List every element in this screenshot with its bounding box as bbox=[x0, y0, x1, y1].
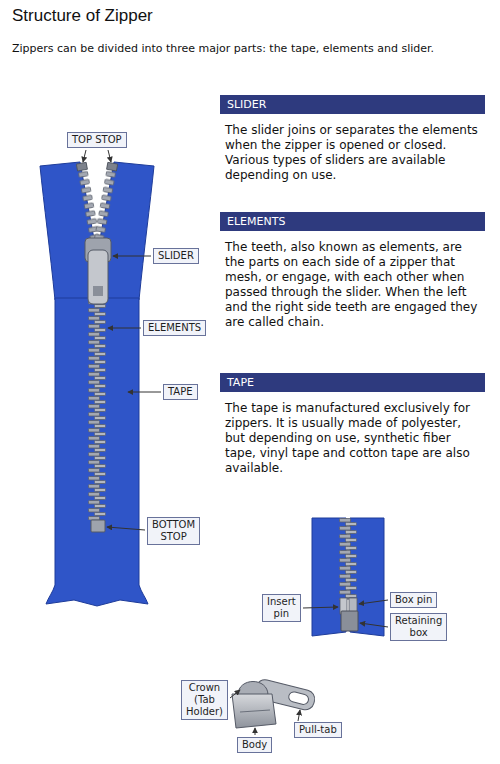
chain bbox=[88, 300, 106, 520]
panel-body: The teeth, also known as elements, are t… bbox=[220, 231, 485, 330]
part-label: Insert pin bbox=[262, 594, 301, 622]
open-teeth bbox=[92, 161, 118, 250]
part-label: ELEMENTS bbox=[143, 320, 206, 336]
leader-lines bbox=[128, 392, 161, 393]
part-name: TOP STOP bbox=[72, 134, 122, 146]
info-panel: ELEMENTSThe teeth, also known as element… bbox=[220, 212, 485, 330]
part-label: BOTTOM STOP bbox=[147, 517, 200, 545]
top-stop-part bbox=[107, 162, 118, 171]
part-name: Body bbox=[242, 739, 267, 751]
slider-part bbox=[85, 238, 111, 304]
slider-part bbox=[93, 286, 103, 296]
leader-lines bbox=[108, 328, 141, 329]
zipper-tape bbox=[46, 298, 148, 606]
leader-lines bbox=[255, 728, 256, 735]
panel-body: The tape is manufactured exclusively for… bbox=[220, 392, 485, 476]
leader-lines bbox=[108, 150, 111, 162]
leader-lines bbox=[359, 600, 388, 604]
panel-heading: SLIDER bbox=[220, 95, 485, 114]
panel-heading: TAPE bbox=[220, 373, 485, 392]
part-label: Crown (Tab Holder) bbox=[181, 680, 228, 720]
pull-tab-part bbox=[288, 691, 310, 706]
part-name: Retaining box bbox=[395, 615, 442, 639]
chain bbox=[88, 300, 106, 520]
part-name: Pull-tab bbox=[299, 724, 337, 736]
info-panel: TAPEThe tape is manufactured exclusively… bbox=[220, 373, 485, 476]
part-name: SLIDER bbox=[158, 250, 194, 262]
loose-slider bbox=[232, 678, 317, 728]
top-stop-part bbox=[76, 162, 87, 171]
intro-text: Zippers can be divided into three major … bbox=[12, 42, 496, 56]
part-label: SLIDER bbox=[153, 248, 199, 264]
part-label: Body bbox=[237, 737, 272, 753]
leader-lines bbox=[113, 256, 151, 257]
part-label: Box pin bbox=[390, 592, 437, 608]
bottom-stop-part bbox=[91, 520, 105, 532]
slider-part bbox=[88, 250, 108, 304]
open-teeth bbox=[92, 161, 118, 250]
chain bbox=[339, 518, 357, 600]
part-name: TAPE bbox=[168, 386, 193, 398]
separating-end bbox=[312, 518, 384, 636]
leader-lines bbox=[298, 710, 300, 721]
panel-body: The slider joins or separates the elemen… bbox=[220, 114, 485, 183]
leader-lines bbox=[107, 527, 145, 530]
body-part bbox=[240, 710, 270, 712]
part-name: BOTTOM STOP bbox=[152, 519, 195, 543]
diagram-title: Structure of Zipper bbox=[12, 6, 153, 26]
part-label: Retaining box bbox=[390, 613, 447, 641]
part-name: Crown (Tab Holder) bbox=[186, 682, 223, 718]
leader-lines bbox=[360, 623, 388, 627]
crown-part bbox=[238, 682, 268, 696]
retaining-box-part bbox=[341, 611, 358, 631]
part-label: TAPE bbox=[163, 384, 198, 400]
chain bbox=[339, 518, 357, 600]
part-name: ELEMENTS bbox=[148, 322, 201, 334]
part-name: Insert pin bbox=[267, 596, 296, 620]
main-zipper bbox=[40, 161, 154, 606]
panel-heading: ELEMENTS bbox=[220, 212, 485, 231]
leader-lines bbox=[83, 150, 86, 162]
body-part bbox=[232, 694, 276, 728]
leader-lines bbox=[303, 607, 338, 608]
part-name: Box pin bbox=[395, 594, 432, 606]
part-label: Pull-tab bbox=[294, 722, 342, 738]
info-panel: SLIDERThe slider joins or separates the … bbox=[220, 95, 485, 183]
box-pin-part bbox=[349, 598, 357, 612]
leader-lines bbox=[230, 690, 240, 698]
part-label: TOP STOP bbox=[67, 132, 127, 148]
